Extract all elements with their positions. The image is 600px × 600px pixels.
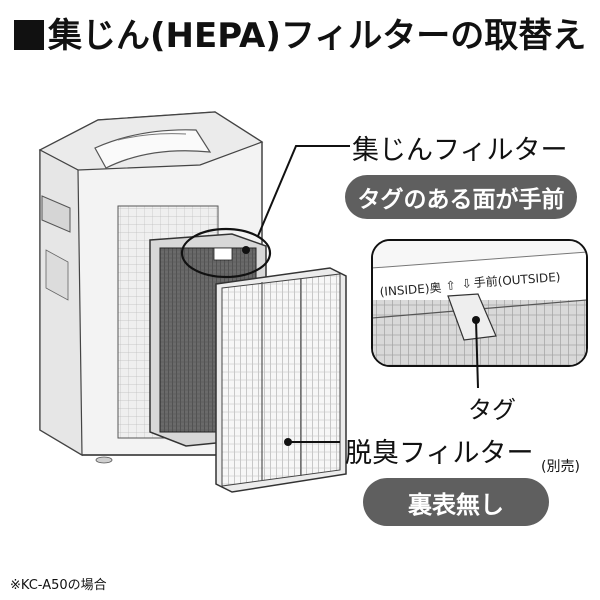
filter-tag-graphic bbox=[213, 247, 233, 261]
hepa-leader-dot bbox=[242, 246, 250, 254]
tag-detail-inset: (INSIDE)奥 ⇧ ⇩ 手前(OUTSIDE) bbox=[371, 239, 588, 389]
tag-callout-ring bbox=[180, 227, 272, 279]
deodorizing-filter-label: 脱臭フィルター bbox=[345, 438, 534, 469]
hepa-leader-line bbox=[257, 145, 350, 237]
outside-label: 手前(OUTSIDE) bbox=[473, 269, 561, 290]
hepa-filter-label: 集じんフィルター bbox=[352, 135, 568, 166]
sold-separately-label: (別売) bbox=[541, 459, 580, 475]
tag-side-badge: タグのある面が手前 bbox=[345, 175, 577, 219]
arrow-up-icon: ⇧ bbox=[445, 278, 456, 293]
inside-label: (INSIDE)奥 bbox=[379, 281, 442, 299]
no-front-back-badge: 裏表無し bbox=[363, 478, 549, 526]
square-bullet-icon bbox=[14, 20, 44, 50]
page-title: 集じん(HEPA)フィルターの取替え bbox=[14, 8, 586, 57]
page-title-text: 集じん(HEPA)フィルターの取替え bbox=[48, 16, 587, 56]
deodorizer-leader-dot bbox=[284, 438, 292, 446]
arrow-down-icon: ⇩ bbox=[461, 276, 472, 291]
deodorizing-filter-graphic bbox=[215, 267, 347, 493]
model-note: ※KC-A50の場合 bbox=[10, 578, 107, 593]
inset-tag-graphic bbox=[447, 293, 497, 341]
tag-label: タグ bbox=[468, 396, 516, 424]
